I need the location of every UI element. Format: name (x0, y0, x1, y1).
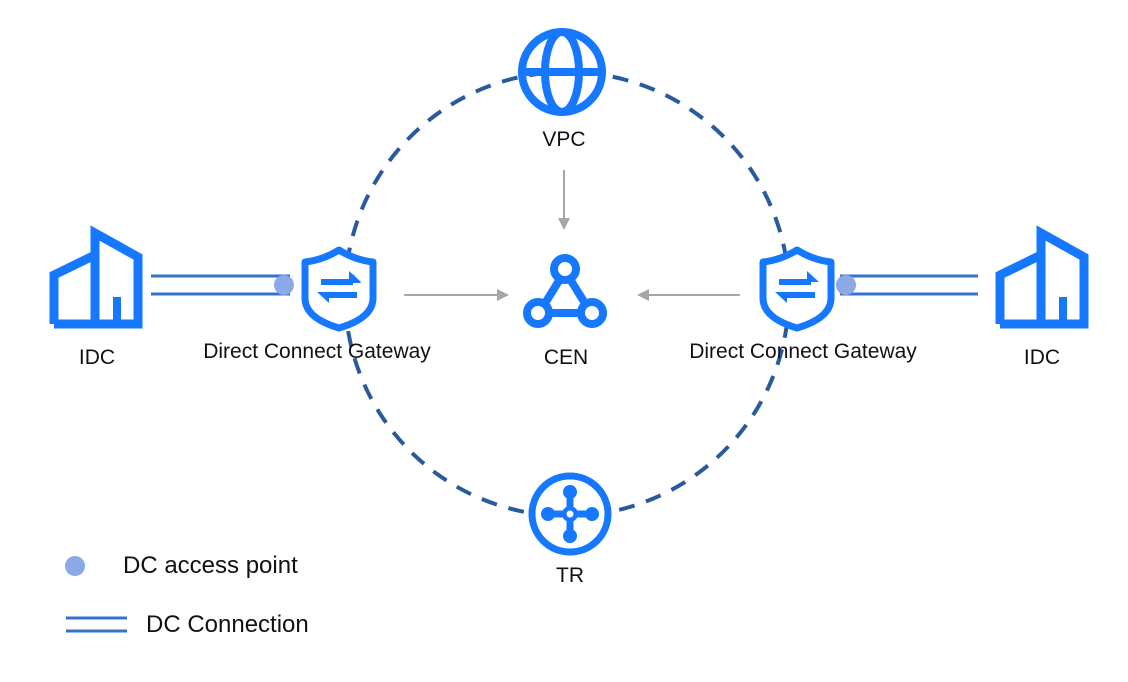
arrow-right-gateway-to-cen (637, 289, 740, 301)
dc-connection-left (151, 274, 290, 296)
arrow-left-gateway-to-cen (404, 289, 509, 301)
legend-access-point-symbol (65, 556, 85, 576)
dc-connection-right (840, 274, 978, 296)
legend-connection-label: DC Connection (146, 611, 309, 638)
dc-access-point-right (836, 275, 856, 295)
shield-exchange-icon (301, 246, 377, 332)
tr-label: TR (556, 564, 584, 587)
dc-access-point-left (274, 275, 294, 295)
vpc-label: VPC (542, 128, 586, 151)
cen-network-icon (523, 254, 607, 328)
legend-connection-symbol (66, 616, 127, 633)
building-icon (49, 225, 143, 329)
building-icon (995, 225, 1089, 329)
idc-left-label: IDC (78, 346, 116, 369)
idc-right-label: IDC (1023, 346, 1061, 369)
transit-router-icon (528, 472, 612, 556)
legend-access-point-label: DC access point (123, 552, 298, 579)
cen-label: CEN (543, 346, 589, 369)
shield-exchange-icon (759, 246, 835, 332)
globe-icon (518, 28, 606, 116)
gateway-left-label: Direct Connect Gateway (203, 340, 431, 363)
arrow-vpc-to-cen (558, 170, 570, 230)
gateway-right-label: Direct Connect Gateway (689, 340, 917, 363)
